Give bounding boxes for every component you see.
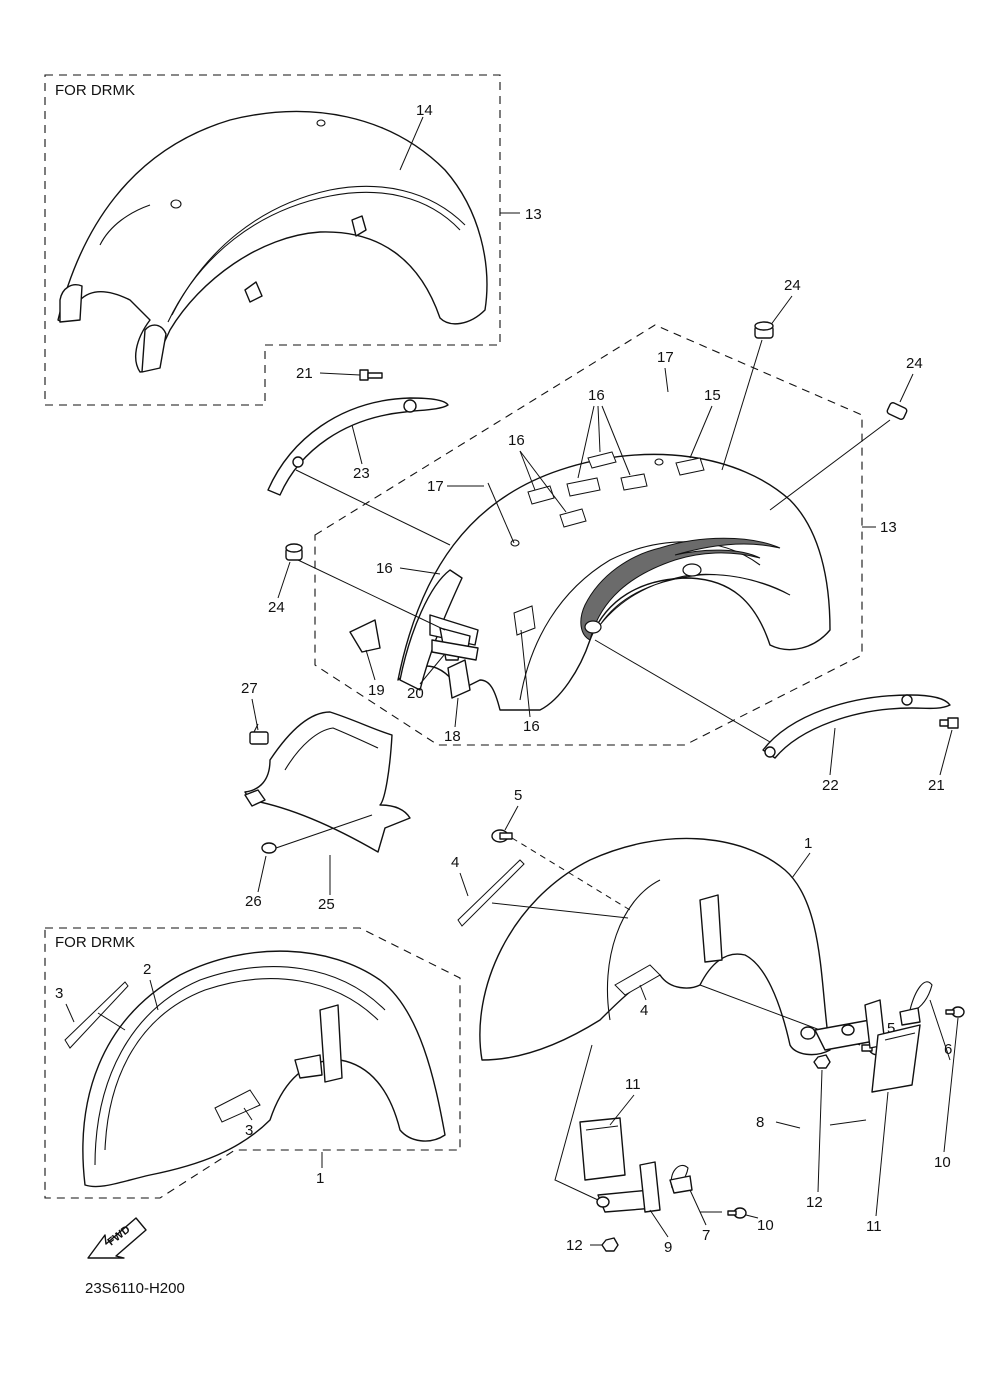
callout-13-center: 13: [880, 519, 897, 536]
callout-11-left: 11: [625, 1076, 641, 1093]
reflector-11-right: [871, 1024, 921, 1093]
reflector-right-group: 6 8 10 12 11: [756, 981, 965, 1235]
callout-16-bottom: 16: [523, 718, 540, 735]
callout-21-right: 21: [928, 777, 945, 794]
callout-24-right: 24: [906, 355, 923, 372]
callout-11-right: 11: [866, 1218, 882, 1235]
callout-25: 25: [318, 896, 335, 913]
variant-label-top: FOR DRMK: [55, 82, 135, 99]
callout-16-mid: 16: [508, 432, 525, 449]
grommets-24: 24: [268, 321, 908, 616]
callout-15: 15: [704, 387, 721, 404]
diagram-code: 23S6110-H200: [85, 1280, 185, 1297]
drmk-rear-fender-group: FOR DRMK 14 13: [44, 74, 542, 406]
callout-13-top: 13: [525, 206, 542, 223]
callout-5-top: 5: [514, 787, 522, 804]
callout-5-right: 5: [887, 1020, 895, 1037]
flame-decal: [580, 537, 781, 641]
callout-8: 8: [756, 1114, 764, 1131]
nut-12-left: [601, 1237, 619, 1252]
callout-1-left: 1: [316, 1170, 324, 1187]
screw-10-left: [727, 1207, 747, 1219]
callout-2: 2: [143, 961, 151, 978]
callout-4-top: 4: [451, 854, 459, 871]
callout-17-top: 17: [657, 349, 674, 366]
callout-19: 19: [368, 682, 385, 699]
callout-24-left: 24: [268, 599, 285, 616]
front-fender-drmk: [82, 950, 446, 1188]
front-fender: [479, 837, 831, 1061]
drmk-front-fender-group: FOR DRMK 2 3 3 1: [44, 927, 461, 1199]
inner-panel-25: 25 27 26: [241, 680, 411, 913]
callout-12-left: 12: [566, 1237, 583, 1254]
variant-label-bottom: FOR DRMK: [55, 934, 135, 951]
reflector-left-group: 11 7 9 10 12: [554, 1044, 774, 1256]
bracket-18: [447, 659, 471, 699]
grommet-24c: [285, 543, 303, 561]
callout-12-right: 12: [806, 1194, 823, 1211]
callout-17-left: 17: [427, 478, 444, 495]
callout-24-right-top: 24: [784, 277, 801, 294]
nut-12-right: [813, 1054, 831, 1069]
clip-27: [249, 723, 269, 745]
bolt-5-top: [491, 829, 513, 843]
callout-10-left: 10: [757, 1217, 774, 1234]
screw-10-right: [945, 1006, 965, 1018]
callout-23: 23: [353, 465, 370, 482]
clip-26: [261, 814, 373, 854]
callout-16-top: 16: [588, 387, 605, 404]
callout-16-left: 16: [376, 560, 393, 577]
callout-14: 14: [416, 102, 433, 119]
callout-3-bottom: 3: [245, 1122, 253, 1139]
bracket-20: [431, 639, 479, 661]
callout-6: 6: [944, 1041, 952, 1058]
callout-22: 22: [822, 777, 839, 794]
rear-fender-group: 24 24 17 15 16 16 17 16 16 19 20 18 13: [295, 277, 923, 746]
callout-1-right: 1: [804, 835, 812, 852]
callout-9: 9: [664, 1239, 672, 1256]
callout-7: 7: [702, 1227, 710, 1244]
rail-23: 23 21: [267, 365, 449, 496]
bolt-21-top: [359, 369, 383, 381]
reflector-11-left: [579, 1117, 626, 1181]
callout-20: 20: [407, 685, 424, 702]
grommet-24b: [886, 402, 908, 420]
callout-27: 27: [241, 680, 258, 697]
fwd-arrow-icon: FWD: [87, 1217, 147, 1259]
rail-22: 22 21: [762, 694, 959, 794]
front-fender-group: 5 4 4 5 1: [451, 787, 895, 1061]
bolt-21-right: [939, 717, 959, 729]
callout-18: 18: [444, 728, 461, 745]
callout-21-top: 21: [296, 365, 313, 382]
callout-10-right: 10: [934, 1154, 951, 1171]
callout-4-mid: 4: [640, 1002, 648, 1019]
callout-3-left: 3: [55, 985, 63, 1002]
callout-26: 26: [245, 893, 262, 910]
rear-fender-drmk: [57, 110, 488, 373]
bracket-19: [349, 619, 381, 653]
grommet-24a: [754, 321, 774, 339]
